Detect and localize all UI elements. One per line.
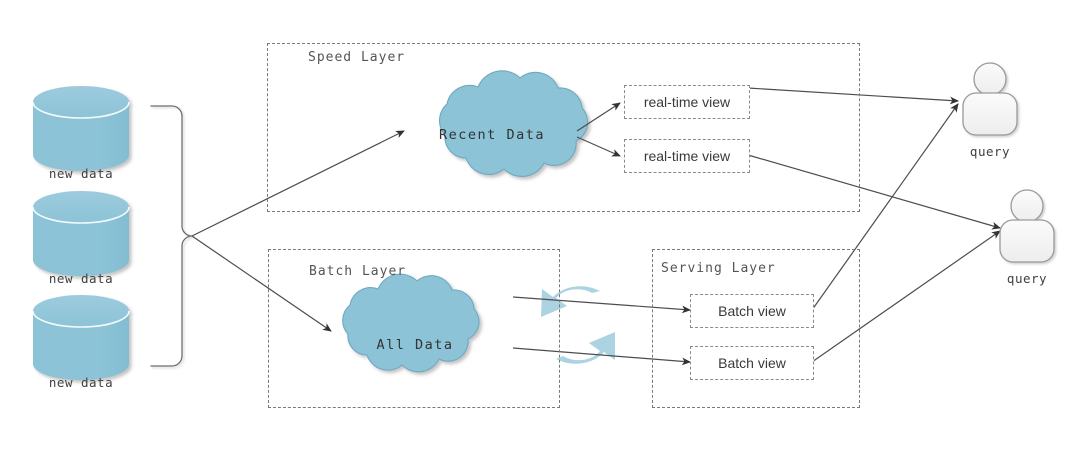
query-label-bottom: query: [1006, 271, 1048, 286]
person-actor-icon: [999, 189, 1055, 263]
serving-layer-label: Serving Layer: [661, 261, 776, 276]
source-label-1: new data: [48, 166, 114, 181]
realtime-view-label: real-time view: [643, 94, 731, 110]
cloud-icon: [439, 70, 589, 178]
arrow-rtview1-to-query-top: [747, 87, 959, 105]
arrow-alldata-to-batchview-1: [512, 296, 691, 314]
serving-layer-container: [652, 249, 860, 408]
query-label-top: query: [969, 144, 1011, 159]
arrow-recent-to-rtview-2: [576, 136, 621, 157]
cloud-icon: [342, 273, 480, 373]
source-label-3: new data: [48, 375, 114, 390]
batch-view-label: Batch view: [718, 355, 786, 371]
realtime-view-label: real-time view: [643, 148, 731, 164]
database-cylinder-icon: [32, 86, 130, 171]
arrow-batchview1-to-query-top: [811, 103, 959, 311]
person-actor-icon: [962, 62, 1018, 136]
arrow-rtview2-to-query-bottom: [747, 154, 1001, 230]
database-cylinder-icon: [32, 295, 130, 380]
all-data-label: All Data: [376, 337, 454, 353]
speed-layer-container: [267, 43, 860, 212]
arrow-alldata-to-batchview-2: [512, 347, 691, 366]
batch-view-box-1[interactable]: Batch view: [690, 294, 814, 328]
realtime-view-box-2[interactable]: real-time view: [624, 139, 750, 173]
batch-view-box-2[interactable]: Batch view: [690, 346, 814, 380]
batch-layer-label: Batch Layer: [309, 264, 407, 279]
source-label-2: new data: [48, 271, 114, 286]
recent-data-label: Recent Data: [439, 127, 545, 143]
batch-layer-container: [268, 249, 560, 408]
curly-brace-connector: [150, 105, 193, 367]
database-cylinder-icon: [32, 191, 130, 276]
speed-layer-label: Speed Layer: [308, 50, 406, 65]
realtime-view-box-1[interactable]: real-time view: [624, 85, 750, 119]
arrow-sources-to-recent-data: [191, 130, 405, 237]
arrow-sources-to-all-data: [191, 235, 332, 332]
arrow-recent-to-rtview-1: [576, 102, 621, 132]
arrow-batchview2-to-query-bottom: [811, 230, 1001, 363]
batch-view-label: Batch view: [718, 303, 786, 319]
circular-refresh-arrows-icon: [541, 286, 615, 364]
